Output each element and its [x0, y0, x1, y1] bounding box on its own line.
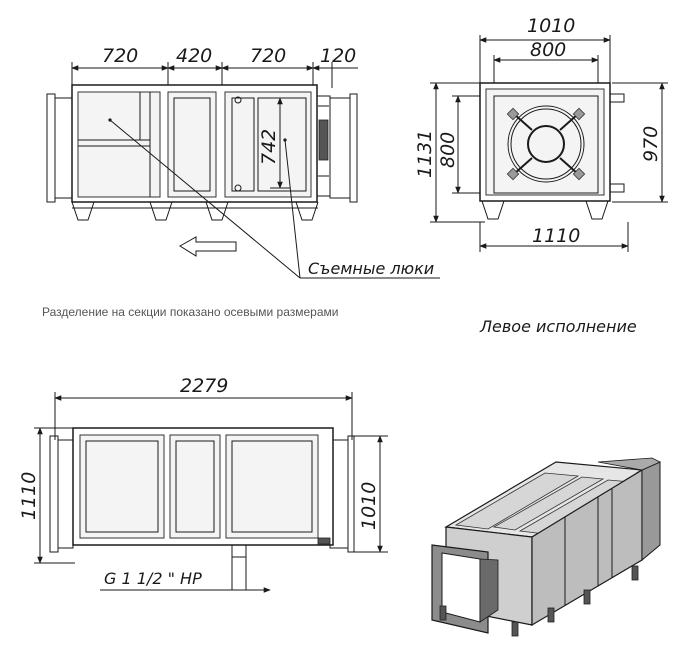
dim-top-right-height: 1010	[358, 482, 380, 530]
dim-side-outer-height: 1131	[414, 130, 436, 178]
note-sections: Разделение на секции показано осевыми ра…	[42, 305, 338, 319]
dim-total-length: 2279	[180, 375, 228, 397]
dim-top-left-height: 1110	[18, 472, 40, 520]
dim-side-right-height: 970	[640, 126, 662, 162]
dim-side-outer-width: 1010	[527, 15, 575, 37]
airflow-arrow	[179, 236, 237, 257]
dim-front-4: 120	[320, 45, 356, 67]
dim-side-inner-width: 800	[530, 39, 566, 61]
front-view: 720 420 720 120 742	[46, 45, 440, 279]
dim-hatch-height: 742	[258, 129, 280, 165]
top-view: 2279 1110 1010 G 1 1/2 " НР	[18, 375, 388, 593]
isometric-view	[431, 457, 661, 637]
variant-label: Левое исполнение	[479, 317, 637, 336]
dim-front-2: 420	[176, 45, 212, 67]
fan-icon	[506, 105, 586, 183]
dim-side-bottom-width: 1110	[532, 225, 580, 247]
dim-front-3: 720	[250, 45, 286, 67]
callout-removable-hatches: Съемные люки	[308, 259, 434, 278]
dim-front-1: 720	[102, 45, 138, 67]
dim-side-inner-height: 800	[437, 132, 459, 168]
side-view: 1010 800 1131 800 970 1110	[414, 15, 668, 252]
support-legs-front	[71, 201, 319, 221]
pipe-connection-label: G 1 1/2 " НР	[104, 569, 202, 588]
